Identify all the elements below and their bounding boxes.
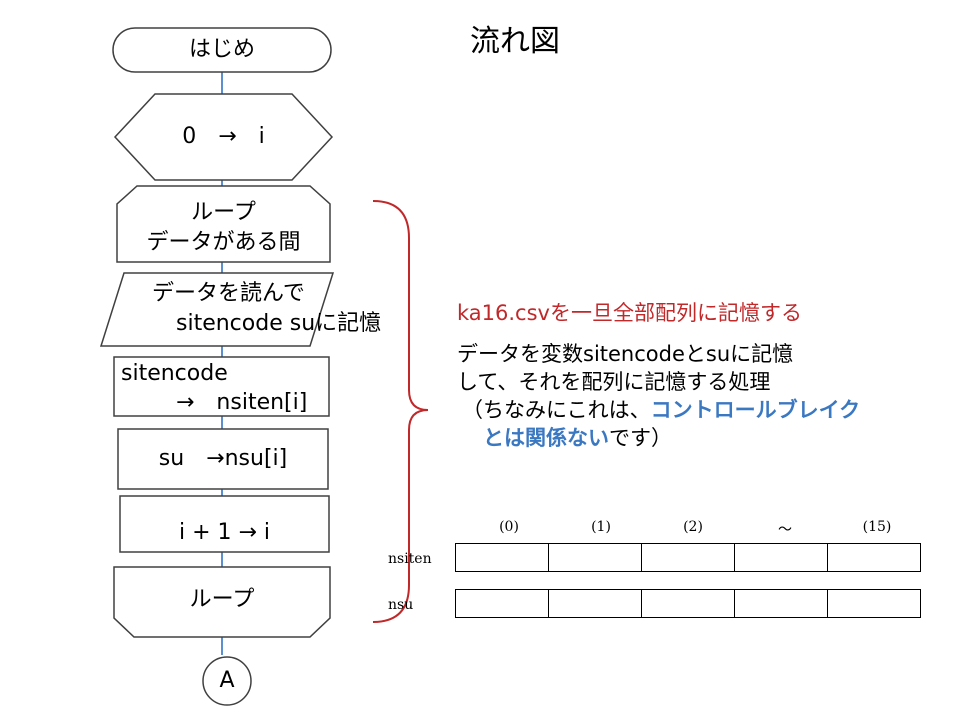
array-cell [827, 543, 921, 572]
array-cell [455, 543, 549, 572]
read-label-2: sitencode suに記憶 [176, 311, 382, 336]
init-label: 0 → i [182, 124, 265, 149]
note-emphasis-control-break: コントロールブレイク [650, 398, 861, 422]
array-cell [548, 589, 642, 618]
init-preparation-shape [113, 93, 334, 181]
note-heading: ka16.csvを一旦全部配列に記憶する [457, 301, 802, 325]
start-label: はじめ [188, 37, 255, 62]
array-cell [548, 543, 642, 572]
array-cell [827, 589, 921, 618]
array-index-ellipsis: ～ [778, 522, 792, 538]
note-emphasis-unrelated: とは関係ない [483, 426, 609, 450]
connector-label: A [219, 668, 235, 693]
increment-label: i + 1 → i [178, 520, 271, 545]
array-index-15: (15) [862, 519, 892, 535]
read-label-1: データを読んで [152, 281, 305, 306]
array-index-1: (1) [591, 519, 611, 535]
note-line-3: （ちなみにこれは、コントロールブレイク [462, 395, 860, 425]
note-line-3-text: （ちなみにこれは、 [462, 398, 651, 422]
loop-start-label-1: ループ [191, 200, 256, 225]
connector-circle-shape [202, 656, 252, 706]
assign-nsiten-shape [113, 356, 330, 417]
note-line-4-text: です） [609, 426, 672, 450]
array-cell [734, 543, 828, 572]
array-row-label-nsiten: nsiten [388, 551, 432, 567]
array-cell [455, 589, 549, 618]
curly-brace [372, 200, 429, 623]
loop-start-shape [116, 185, 331, 263]
array-row-label-nsu: nsu [388, 597, 414, 613]
assign-nsiten-label-1: sitencode [121, 361, 228, 386]
assign-nsu-shape [117, 428, 329, 490]
array-cell [734, 589, 828, 618]
assign-nsiten-label-2: → nsiten[i] [176, 390, 308, 415]
assign-nsu-label: su →nsu[i] [158, 446, 288, 471]
loop-end-label: ループ [189, 587, 255, 612]
loop-end-shape [113, 566, 331, 638]
loop-start-label-2: データがある間 [146, 230, 301, 255]
note-line-2: して、それを配列に記憶する処理 [457, 370, 771, 394]
array-index-2: (2) [683, 519, 703, 535]
diagram-title: 流れ図 [470, 24, 560, 59]
note-line-4: とは関係ないです） [483, 423, 672, 453]
increment-shape [119, 495, 330, 553]
read-input-shape [99, 272, 335, 347]
start-terminal-shape [112, 27, 332, 73]
array-cell [641, 589, 735, 618]
note-line-1: データを変数sitencodeとsuに記憶 [457, 342, 794, 366]
array-index-0: (0) [499, 519, 519, 535]
array-cell [641, 543, 735, 572]
